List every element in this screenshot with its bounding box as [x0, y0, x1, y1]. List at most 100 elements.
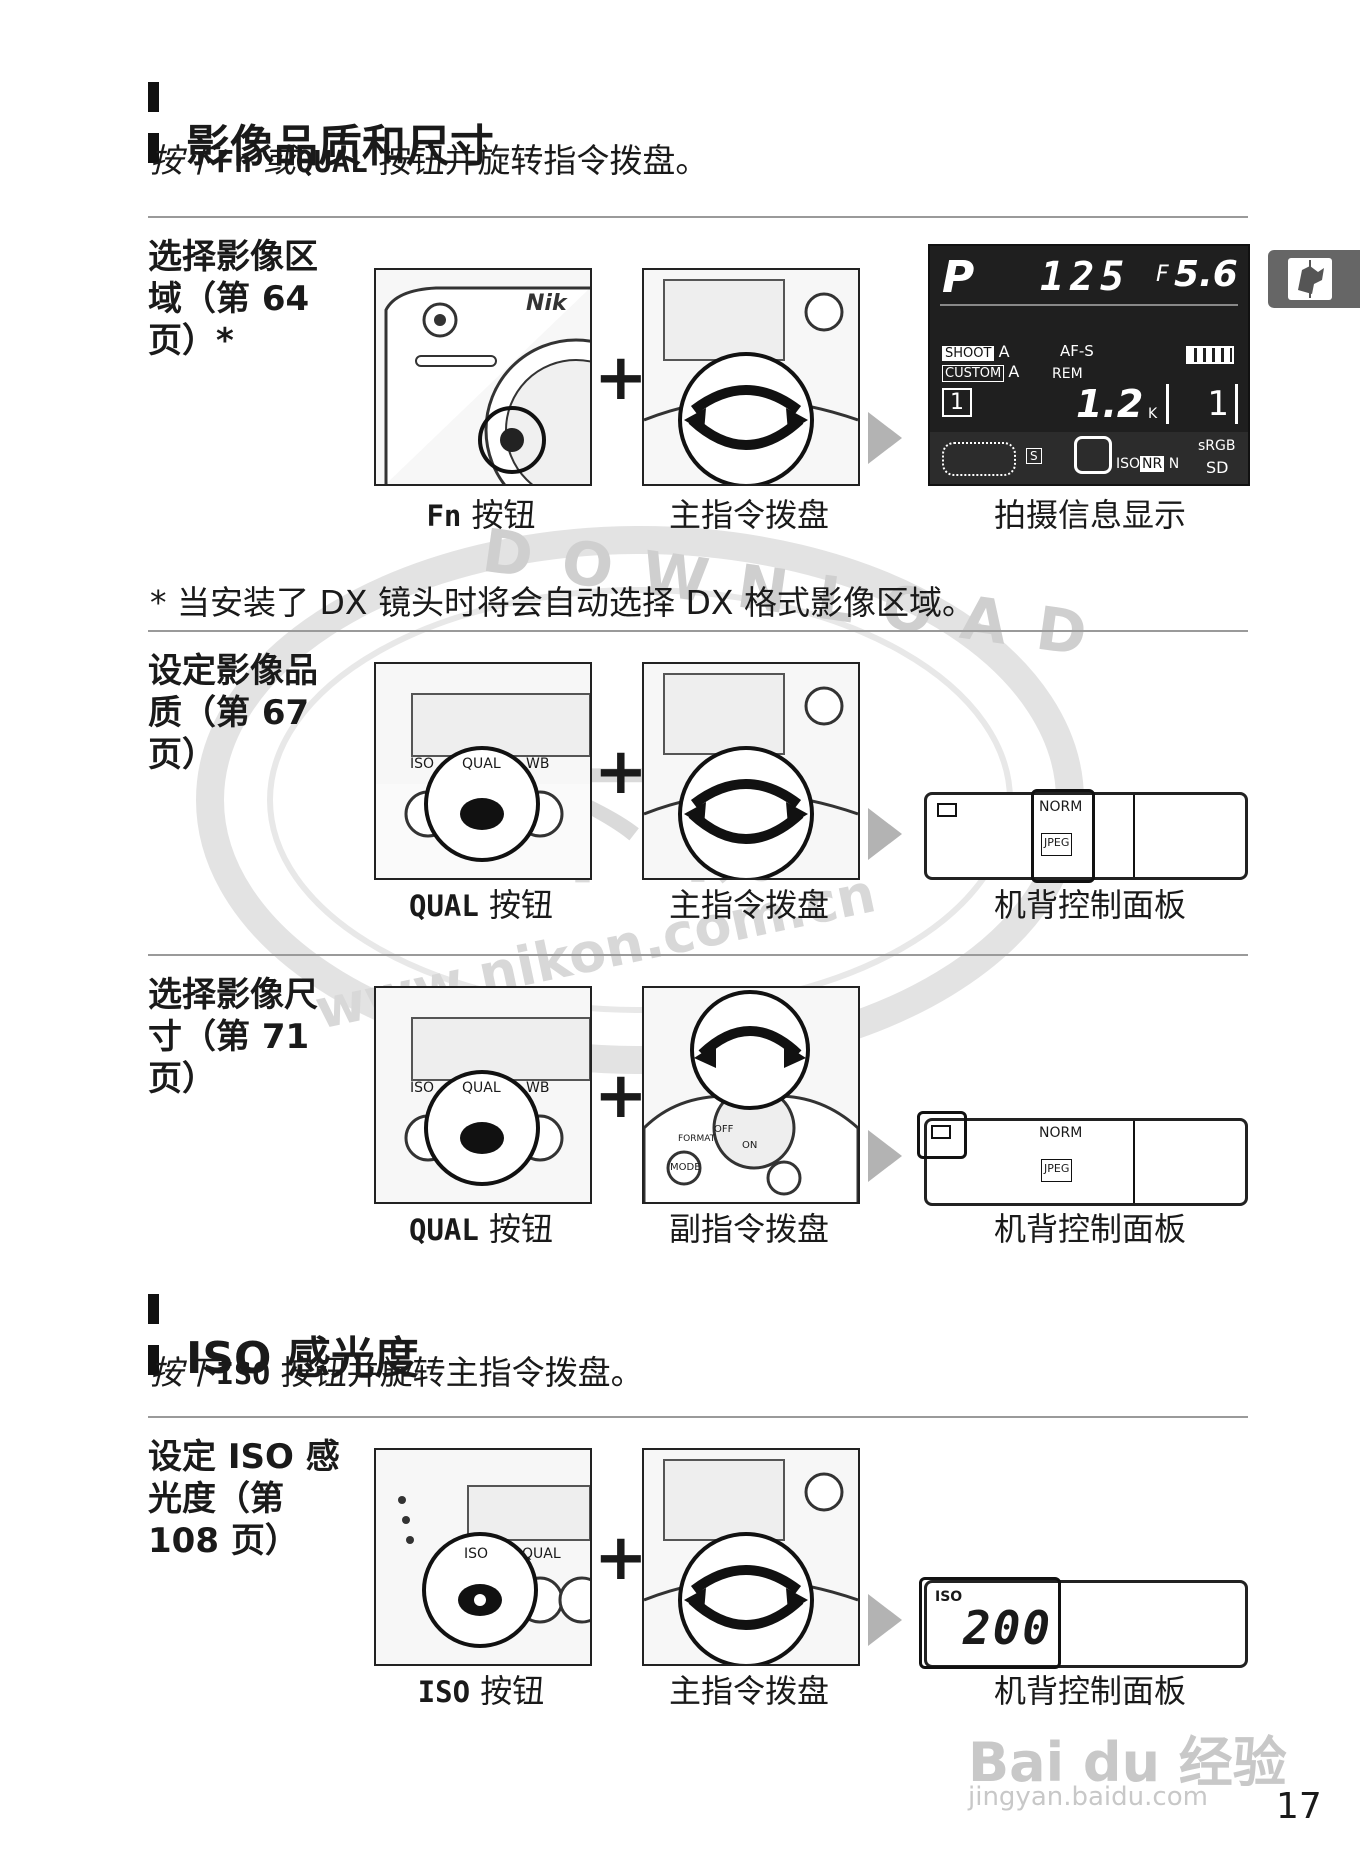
- section-marker-icon: [148, 72, 178, 163]
- image-size-icon: [937, 803, 957, 817]
- wb-button-label: WB: [526, 1080, 550, 1096]
- sub-command-dial-icon: [644, 988, 858, 1202]
- control-panel-iso: ISO 200: [919, 1577, 1248, 1669]
- qual-button-label: QUAL: [522, 1546, 561, 1562]
- caption-control-panel: 机背控制面板: [993, 1672, 1186, 1710]
- plus-sign: +: [594, 1059, 648, 1133]
- caption-sub-dial: 副指令拨盘: [668, 1210, 829, 1248]
- page-ref[interactable]: 71: [261, 1017, 310, 1057]
- caption-shooting-info: 拍摄信息显示: [993, 496, 1186, 534]
- camera-body-icon: Nik: [376, 270, 590, 484]
- result-arrow: [868, 1130, 902, 1182]
- image-area-highlight: [1074, 436, 1112, 474]
- caption-iso-button: ISO 按钮: [417, 1672, 545, 1710]
- svg-text:Nik: Nik: [526, 291, 568, 316]
- sub-dial-illustration: FORMAT MODE OFF ON: [642, 986, 860, 1204]
- main-dial-illustration: [642, 1448, 860, 1666]
- page-number: 17: [1276, 1786, 1322, 1827]
- qual-button-label: QUAL: [462, 1080, 501, 1096]
- row-label-image-size: 选择影像尺 寸（第 71 页）: [148, 975, 318, 1099]
- section-title-image-quality: 影像品质和尺寸: [148, 72, 494, 174]
- lcd-srgb: sRGB: [1198, 438, 1236, 454]
- qual-button-illustration: ISO QUAL WB: [374, 662, 592, 880]
- main-dial-illustration: [642, 268, 860, 486]
- mode-label: MODE: [670, 1162, 701, 1173]
- control-panel-quality: NORM JPEG: [924, 789, 1248, 883]
- caption-control-panel: 机背控制面板: [993, 886, 1186, 924]
- caption-qual-button: QUAL 按钮: [408, 1210, 554, 1248]
- iso-button-label: ISO: [410, 756, 435, 772]
- lcd-custom: CUSTOM: [942, 365, 1005, 382]
- button-row-icon: [376, 664, 590, 878]
- footnote: * 当安装了 DX 镜头时将会自动选择 DX 格式影像区域。: [150, 583, 975, 622]
- shooting-info-display: P 125 F 5.6 SHOOT A CUSTOM A AF-S REM 1 …: [928, 244, 1250, 486]
- baidu-logo: Bai du 经验: [968, 1731, 1287, 1794]
- chapter-tab: [1268, 250, 1360, 308]
- lcd-s: S: [1026, 448, 1042, 464]
- row-label-iso: 设定 ISO 感 光度（第 108 页）: [148, 1437, 340, 1561]
- arrow-right-icon: [868, 1594, 902, 1646]
- norm-label: NORM: [1039, 1125, 1083, 1141]
- norm-label: NORM: [1039, 799, 1083, 815]
- command-dial-icon: [644, 1450, 858, 1664]
- lcd-bank: 1: [942, 388, 972, 417]
- iso-button-illustration: ISO QUAL: [374, 1448, 592, 1666]
- panel-divider: [1133, 795, 1135, 877]
- plus-sign: +: [594, 735, 648, 809]
- result-arrow: [868, 808, 902, 860]
- panel-divider: [1133, 1121, 1135, 1203]
- size-highlight: [917, 1111, 967, 1159]
- wb-button-label: WB: [526, 756, 550, 772]
- section-instruction: 按下ISO 按钮并旋转主指令拨盘。: [150, 1353, 644, 1392]
- iso-highlight: [919, 1577, 1061, 1669]
- section-title-iso: ISO 感光度: [148, 1284, 419, 1386]
- iso-button-label: ISO: [410, 1080, 435, 1096]
- button-row-icon: [376, 1450, 590, 1664]
- caption-fn-button: Fn 按钮: [426, 496, 536, 534]
- page-ref[interactable]: 67: [261, 693, 310, 733]
- divider: [148, 1416, 1248, 1418]
- camera-front-illustration: Nik: [374, 268, 592, 486]
- row-label-image-area: 选择影像区 域（第 64 页）*: [148, 237, 318, 361]
- arrow-right-icon: [868, 808, 902, 860]
- main-dial-illustration: [642, 662, 860, 880]
- button-row-icon: [376, 988, 590, 1202]
- qual-button-label: QUAL: [462, 756, 501, 772]
- lcd-nr: NR: [1140, 456, 1165, 472]
- caption-control-panel: 机背控制面板: [993, 1210, 1186, 1248]
- section-marker-icon: [148, 1284, 178, 1375]
- caption-main-dial: 主指令拨盘: [668, 496, 829, 534]
- iso-button-label: ISO: [464, 1546, 489, 1562]
- format-label: FORMAT: [678, 1134, 716, 1144]
- battery-icon: [1186, 346, 1234, 364]
- page-ref[interactable]: 108: [148, 1521, 219, 1561]
- command-dial-icon: [644, 664, 858, 878]
- plus-sign: +: [594, 1521, 648, 1595]
- iso-value: 200: [963, 1601, 1053, 1655]
- af-area-icon: [942, 442, 1016, 476]
- arrow-right-icon: [868, 412, 902, 464]
- divider: [148, 630, 1248, 632]
- arrow-right-icon: [868, 1130, 902, 1182]
- lcd-af-mode: AF-S: [1060, 342, 1094, 360]
- quality-highlight: [1031, 789, 1095, 883]
- command-dial-icon: [644, 270, 858, 484]
- jpeg-label: JPEG: [1041, 833, 1073, 856]
- lcd-mode: P: [942, 252, 975, 303]
- lcd-rem-unit: K: [1148, 406, 1158, 422]
- section-instruction: 按下Fn 或QUAL 按钮并旋转指令拨盘。: [150, 141, 709, 180]
- row-label-image-quality: 设定影像品 质（第 67 页）: [148, 651, 318, 775]
- off-label: OFF: [714, 1124, 734, 1135]
- lcd-iso: ISO: [1116, 456, 1141, 472]
- lcd-sd: SD: [1206, 458, 1229, 477]
- lcd-aperture-prefix: F: [1156, 262, 1169, 287]
- lcd-bracket: 1: [1166, 384, 1238, 424]
- plus-sign: +: [594, 341, 648, 415]
- lcd-aperture: 5.6: [1174, 254, 1238, 295]
- result-arrow: [868, 1594, 902, 1646]
- caption-main-dial: 主指令拨盘: [668, 1672, 829, 1710]
- jpeg-label: JPEG: [1041, 1159, 1073, 1182]
- page-ref[interactable]: 64: [261, 279, 310, 319]
- divider: [148, 216, 1248, 218]
- lcd-rem: REM: [1052, 366, 1083, 382]
